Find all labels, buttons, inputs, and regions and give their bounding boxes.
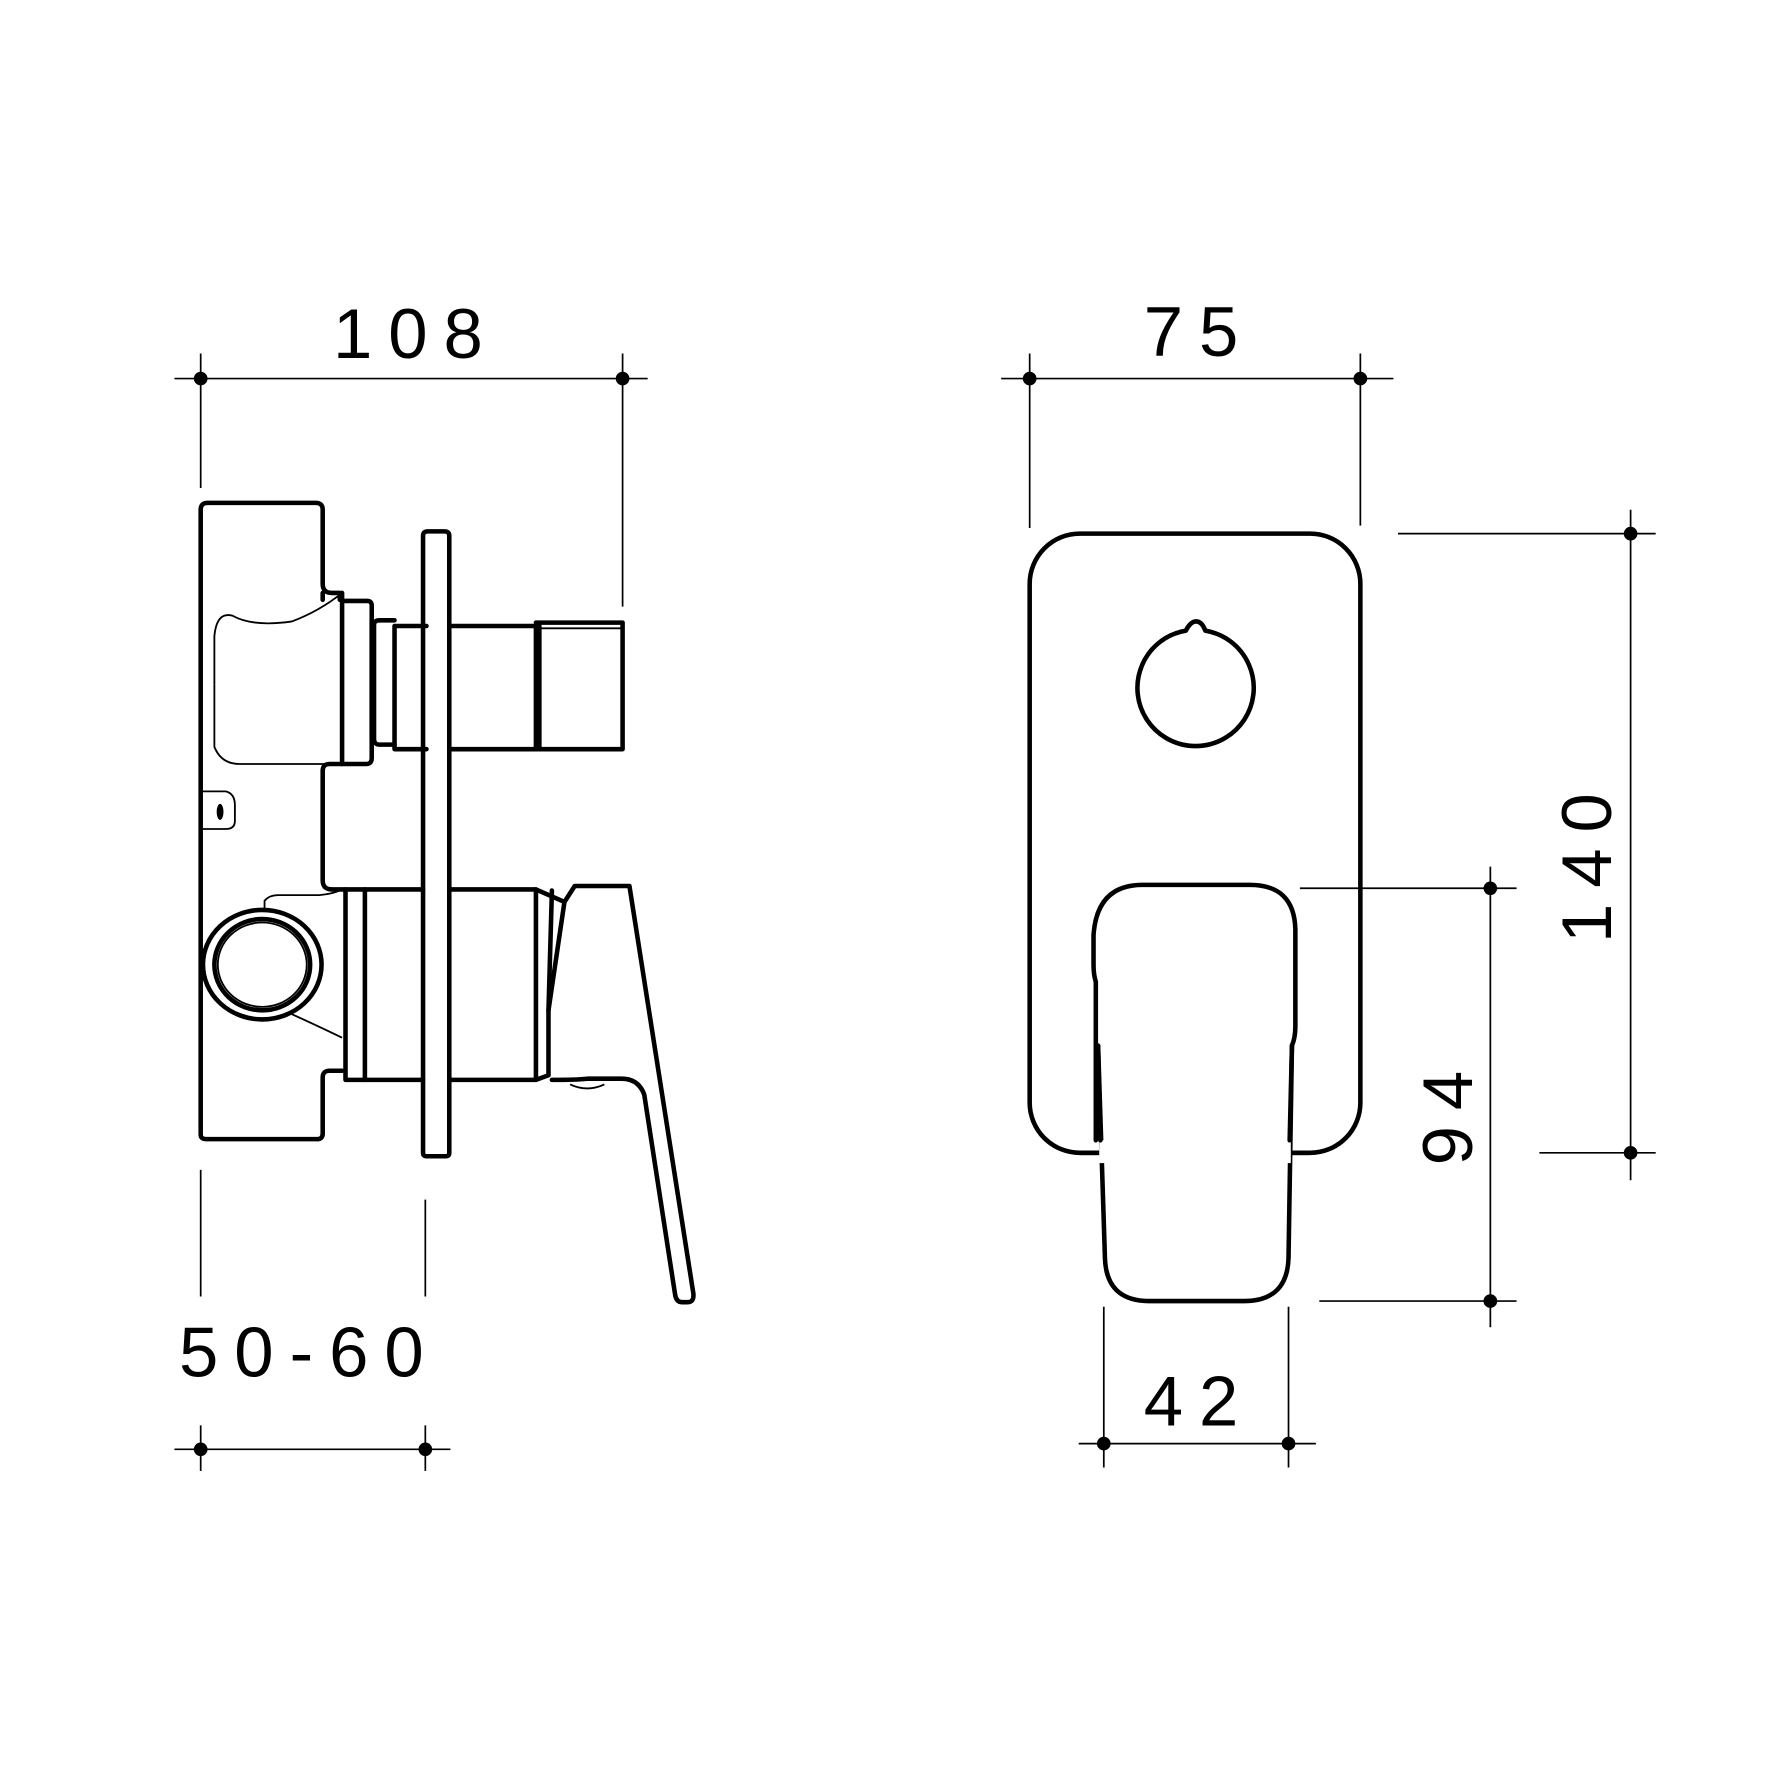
dimension-108: 108 bbox=[174, 294, 648, 607]
cover-plate-side bbox=[420, 529, 452, 1159]
dimension-75: 75 bbox=[1001, 292, 1394, 528]
dimension-label-42: 42 bbox=[1144, 1361, 1255, 1440]
lever-side bbox=[533, 883, 696, 1305]
dimension-label-108: 108 bbox=[333, 294, 499, 373]
side-view: 108 bbox=[174, 294, 696, 1471]
front-view: 75 140 94 bbox=[1001, 292, 1656, 1468]
dimension-label-140: 140 bbox=[1547, 777, 1626, 943]
lever-front bbox=[1091, 882, 1298, 1304]
dimension-42: 42 bbox=[1078, 1306, 1316, 1468]
dimension-140: 140 bbox=[1397, 509, 1656, 1181]
valve-body bbox=[198, 500, 345, 1142]
dimension-label-50-60: 50-60 bbox=[179, 1312, 440, 1391]
dimension-label-94: 94 bbox=[1408, 1055, 1487, 1166]
cover-plate-front bbox=[1027, 531, 1363, 1156]
dimension-94: 94 bbox=[1299, 866, 1517, 1328]
dimension-50-60: 50-60 bbox=[174, 1169, 451, 1471]
diverter-knob bbox=[1135, 619, 1257, 749]
dimension-label-75: 75 bbox=[1144, 292, 1255, 371]
